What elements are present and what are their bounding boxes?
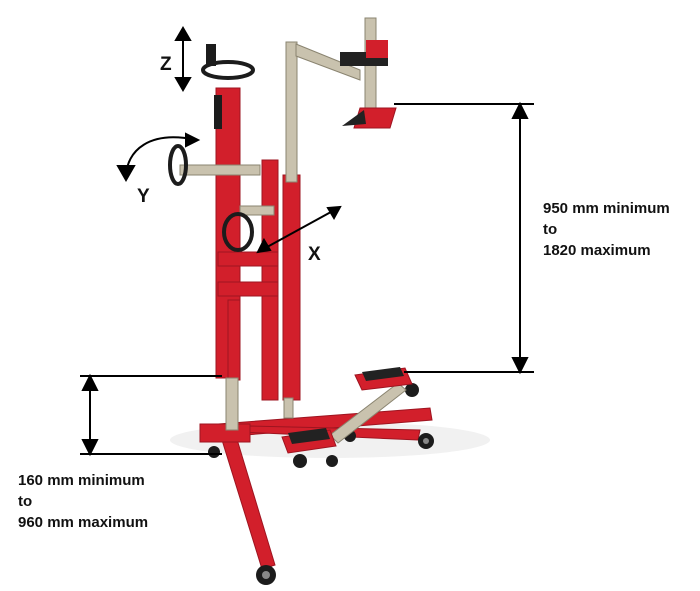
clamp-head	[340, 40, 397, 129]
dimension-lines	[80, 26, 534, 457]
base-frame	[199, 407, 433, 570]
axis-x-label: X	[308, 244, 321, 265]
height-range-max: 1820 maximum	[543, 242, 651, 259]
column-frame	[215, 87, 301, 401]
height-range-label: 950 mm minimum to 1820 maximum	[543, 198, 670, 261]
axis-z-label: Z	[160, 54, 172, 75]
caster-wheels	[208, 383, 434, 585]
base-range-max: 960 mm maximum	[18, 514, 149, 531]
base-range-label: 160 mm minimum to 960 mm maximum	[18, 470, 148, 533]
base-range-to: to	[18, 493, 33, 510]
base-range-min: 160 mm minimum	[18, 472, 145, 489]
axis-y-label: Y	[137, 186, 150, 207]
height-range-min: 950 mm minimum	[543, 200, 670, 217]
handwheels	[168, 60, 255, 252]
height-range-to: to	[543, 221, 558, 238]
